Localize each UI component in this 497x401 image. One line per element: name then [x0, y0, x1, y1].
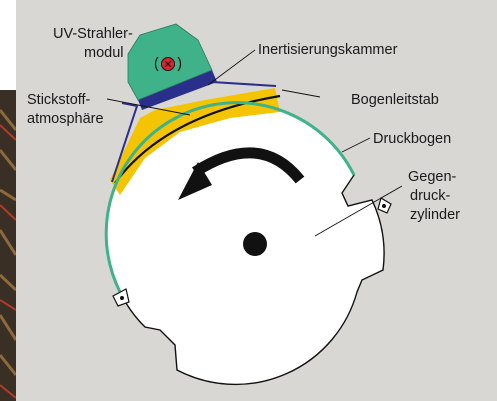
label-sheet-guide-bar: Bogenleitstab [351, 92, 439, 108]
gripper-left [113, 289, 129, 306]
cylinder-axis-dot [243, 232, 267, 256]
label-printed-sheet: Druckbogen [373, 131, 451, 147]
label-inertization-chamber: Inertisierungskammer [258, 42, 398, 58]
background-white-corner [0, 0, 16, 90]
gripper-right [378, 198, 391, 213]
label-impression-cylinder: Gegen- druck- zylinder [408, 169, 460, 223]
background-photo-strip [0, 90, 16, 401]
label-nitrogen-atmosphere: Stickstoff- atmosphäre [27, 92, 104, 127]
label-uv-module: UV-Strahler- modul [53, 26, 137, 61]
